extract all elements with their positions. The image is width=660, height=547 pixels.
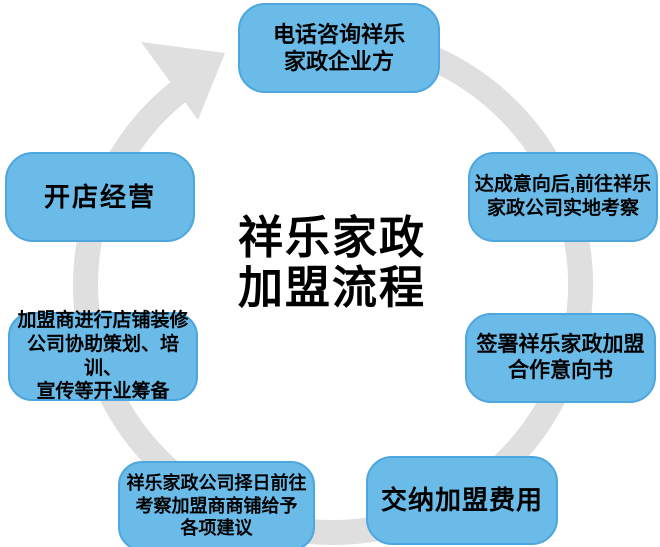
arrow-head-icon xyxy=(141,42,225,120)
step-sign-loi: 签署祥乐家政加盟 合作意向书 xyxy=(465,313,656,403)
step-shop-decoration: 加盟商进行店铺装修 公司协助策划、培训、 宣传等开业筹备 xyxy=(8,310,198,403)
step-label: 签署祥乐家政加盟 合作意向书 xyxy=(476,332,645,382)
step-label: 交纳加盟费用 xyxy=(380,485,543,516)
step-shop-inspection: 祥乐家政公司择日前往 考察加盟商商铺给予 各项建议 xyxy=(118,461,315,547)
step-label: 开店经营 xyxy=(43,181,156,212)
step-label: 加盟商进行店铺装修 公司协助策划、培训、 宣传等开业筹备 xyxy=(17,310,189,403)
step-label: 达成意向后,前往祥乐 家政公司实地考察 xyxy=(474,174,652,219)
step-site-visit: 达成意向后,前往祥乐 家政公司实地考察 xyxy=(468,152,658,242)
step-label: 祥乐家政公司择日前往 考察加盟商商铺给予 各项建议 xyxy=(126,473,307,539)
step-pay-fee: 交纳加盟费用 xyxy=(366,456,558,545)
step-open-business: 开店经营 xyxy=(5,152,195,242)
step-label: 电话咨询祥乐 家政企业方 xyxy=(272,21,405,75)
diagram-title: 祥乐家政 加盟流程 xyxy=(237,212,426,314)
step-phone-consult: 电话咨询祥乐 家政企业方 xyxy=(238,3,440,93)
